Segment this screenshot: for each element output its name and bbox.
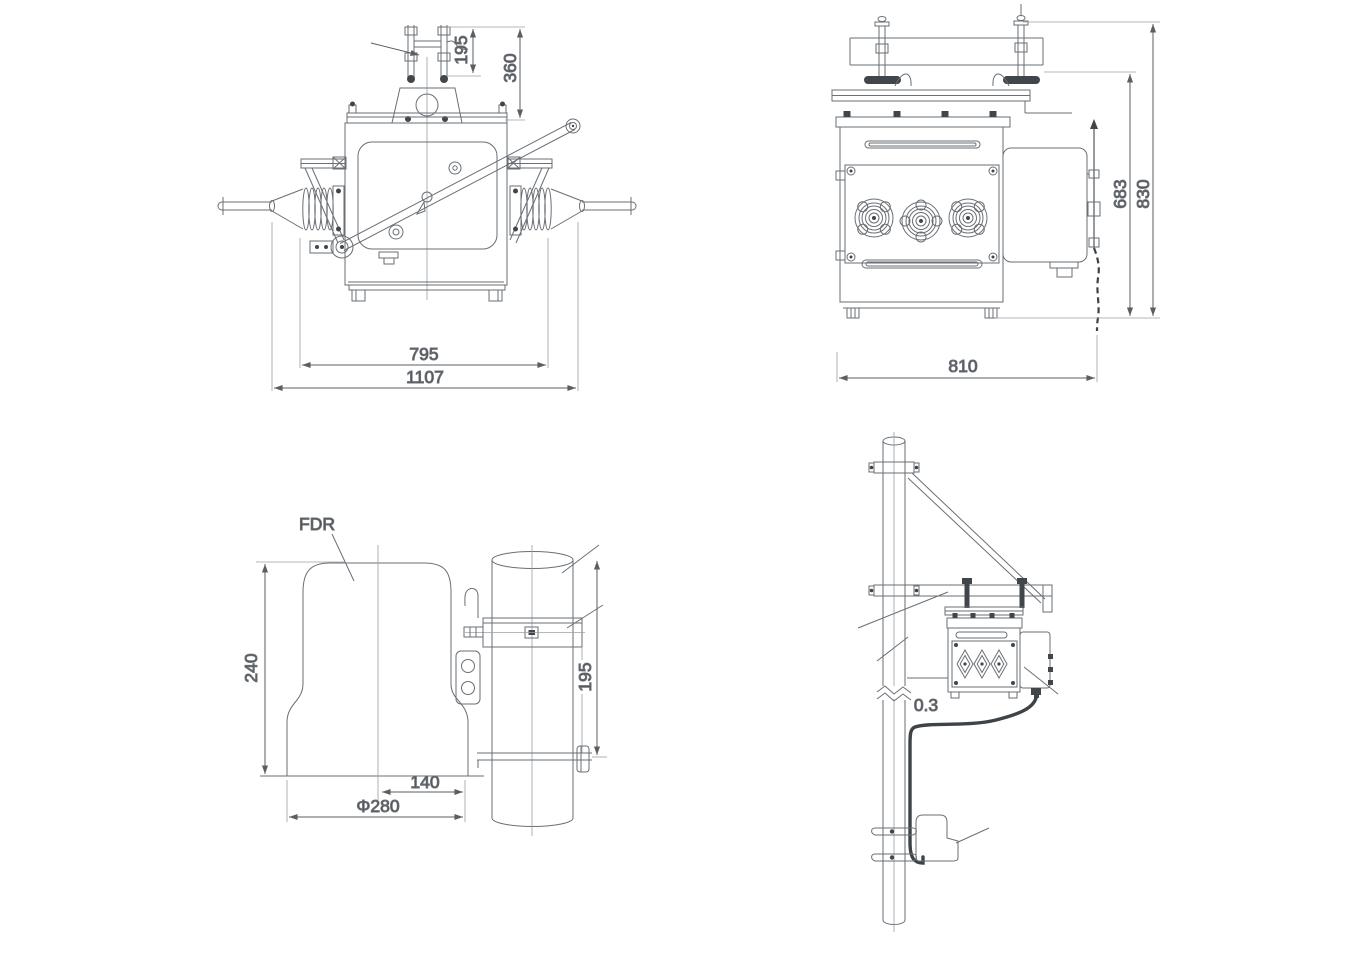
dim-label-360: 360 xyxy=(500,53,520,82)
door-panel xyxy=(357,141,498,265)
front-dimensions: 195 360 795 1107 xyxy=(271,26,579,392)
front-view: 195 360 795 1107 xyxy=(217,25,637,392)
pole-clamp xyxy=(463,587,585,753)
pole-leader-line-2 xyxy=(876,636,909,662)
box-leader-line xyxy=(955,827,990,844)
flexible-cable xyxy=(1092,247,1100,332)
antenna-conduit xyxy=(1087,119,1101,332)
dim-label-795: 795 xyxy=(409,344,438,364)
dim-label-195-front: 195 xyxy=(451,35,471,64)
operating-lever xyxy=(339,118,581,251)
lower-pole-clamps xyxy=(871,827,917,862)
connector-leader-line xyxy=(1023,666,1059,695)
dim-label-195-fdr: 195 xyxy=(575,662,595,691)
fdr-detail-view: FDR xyxy=(241,514,607,836)
pole-mounted-fdr-box xyxy=(915,814,959,862)
operating-hub xyxy=(309,235,354,259)
tank-lid-side xyxy=(835,111,1011,128)
brace-end-plate xyxy=(1042,584,1053,613)
dim-label-810: 810 xyxy=(948,356,977,376)
side-bolt-right xyxy=(1013,4,1029,78)
dim-label-phi280: Φ280 xyxy=(356,796,399,816)
bushing-boss-c xyxy=(948,198,988,238)
pole-break-symbol xyxy=(876,685,912,702)
spring-clip-left xyxy=(864,73,912,87)
upper-pole-clamp xyxy=(868,461,920,474)
crossarm-clamp xyxy=(868,584,920,597)
dim-label-140: 140 xyxy=(410,772,439,792)
fdr-dome xyxy=(260,562,484,777)
dim-label-0-3: 0.3 xyxy=(914,695,938,715)
side-dimensions: 683 830 810 xyxy=(836,21,1160,382)
tank-body-side xyxy=(835,126,1004,319)
mounting-pole xyxy=(491,545,574,836)
bushing-insulator-left xyxy=(217,185,345,236)
bolt-bracket xyxy=(414,40,441,48)
mounting-bracket-plate xyxy=(455,650,481,705)
dim-label-240: 240 xyxy=(241,653,261,682)
hanger-leader-line xyxy=(857,591,949,629)
side-bolt-left xyxy=(874,16,890,78)
fdr-dimensions: 240 195 140 Φ280 xyxy=(241,544,604,822)
tank-lid-flange xyxy=(346,101,508,124)
mounting-channel xyxy=(849,37,1044,66)
clamp-leader-line xyxy=(566,604,604,629)
installation-view: 0.3 xyxy=(857,432,1059,932)
bushing-boss-b xyxy=(893,193,949,249)
tank-body-front xyxy=(344,122,508,302)
lower-band-clamp xyxy=(477,745,607,773)
fdr-leader-line xyxy=(331,533,355,582)
pole-leader-line xyxy=(561,544,600,574)
dim-label-1107: 1107 xyxy=(406,367,444,387)
lifting-point-arrow xyxy=(370,42,420,56)
side-view: 683 830 810 xyxy=(831,4,1160,382)
control-cable xyxy=(908,696,1038,865)
fdr-label: FDR xyxy=(299,514,335,534)
control-box-small xyxy=(1019,631,1053,698)
utility-pole xyxy=(876,432,912,932)
dim-label-830: 830 xyxy=(1133,179,1153,208)
hanger-assembly xyxy=(944,578,1027,629)
bushing-insulator-right xyxy=(509,185,637,236)
bushing-boss-a xyxy=(854,198,894,238)
dim-label-683: 683 xyxy=(1110,179,1130,208)
hanger-plate xyxy=(831,89,1072,114)
hook-curve xyxy=(446,40,469,50)
recloser-unit-small xyxy=(947,627,1021,699)
spring-clip-right xyxy=(992,73,1040,87)
control-box-side xyxy=(1002,147,1088,278)
u-bolt-right xyxy=(437,25,451,83)
